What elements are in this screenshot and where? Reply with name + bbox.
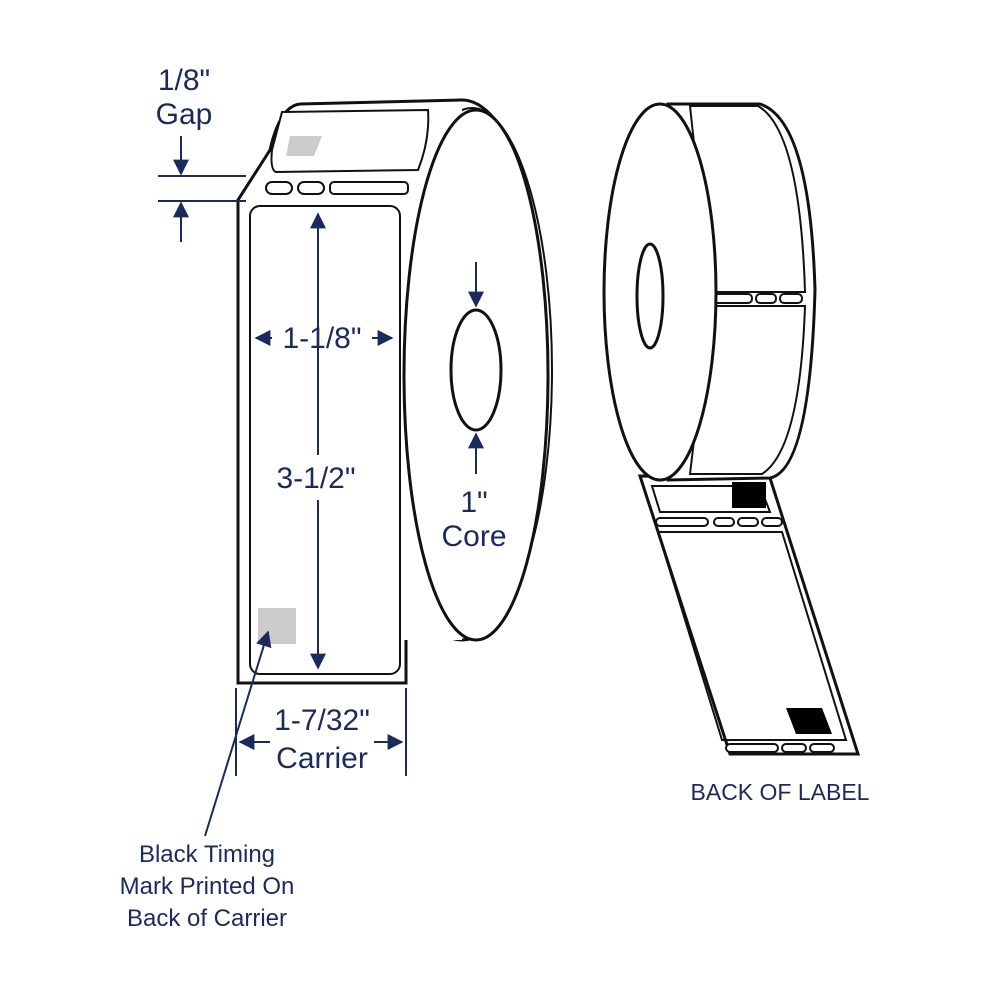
core-hole	[449, 308, 503, 432]
back-of-label-caption: BACK OF LABEL	[691, 779, 870, 805]
back-roll	[602, 102, 861, 756]
core-value: 1"	[460, 486, 487, 519]
carrier-word: Carrier	[276, 742, 368, 775]
timing-note-line-3: Back of Carrier	[127, 905, 287, 932]
length-value: 3-1/2"	[276, 462, 355, 495]
front-roll	[236, 98, 553, 685]
main-label	[249, 205, 401, 675]
core-word: Core	[441, 520, 506, 553]
timing-mark	[786, 708, 832, 734]
timing-note-line-1: Black Timing	[139, 841, 275, 868]
back-core-hole	[635, 242, 665, 350]
carrier-value: 1-7/32"	[274, 704, 370, 737]
gap-value: 1/8"	[158, 64, 210, 97]
carrier-strip	[236, 200, 408, 685]
perforation-slot	[297, 181, 325, 195]
timing-mark-ghost	[258, 608, 296, 644]
width-value: 1-1/8"	[282, 322, 361, 355]
dimension-lines	[158, 136, 484, 837]
upper-label	[270, 108, 430, 174]
perforation-slot	[329, 181, 409, 195]
perforation-slot	[265, 181, 293, 195]
timing-mark-ghost	[286, 136, 322, 156]
timing-note-line-2: Mark Printed On	[120, 873, 295, 900]
gap-word: Gap	[156, 98, 213, 131]
timing-mark	[732, 482, 766, 508]
